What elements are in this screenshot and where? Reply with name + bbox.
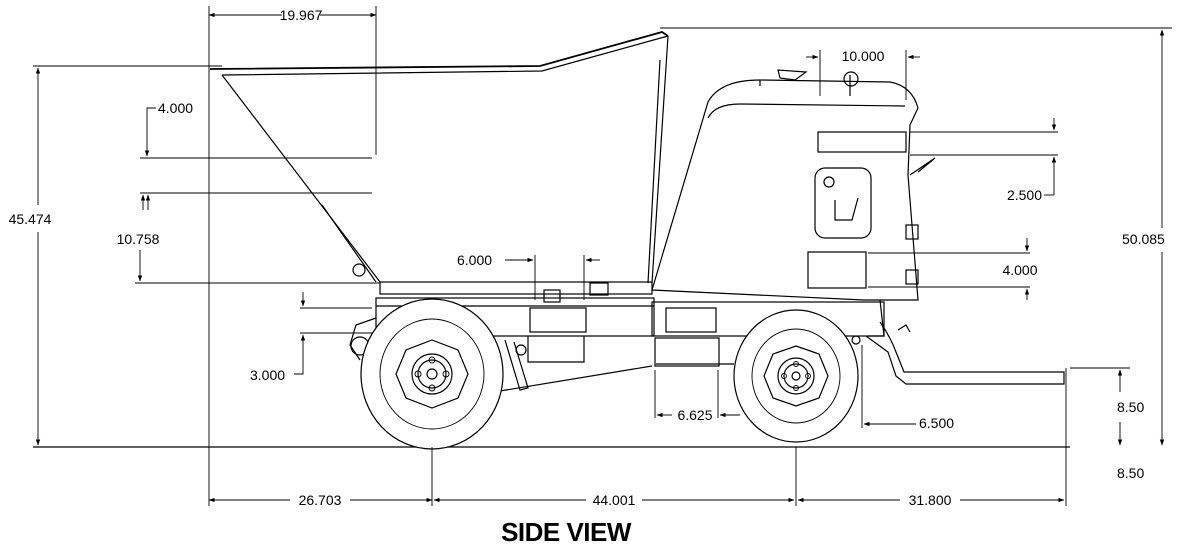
dim-footrest-height-ref: 8.50 (1117, 465, 1144, 481)
dim-front-overhang: 26.703 (208, 492, 433, 508)
dim-label: 45.474 (9, 211, 52, 227)
machine-outline (33, 31, 1070, 450)
dim-label: 4.000 (1002, 262, 1037, 278)
dim-label: 10.758 (117, 231, 160, 247)
dim-bed-length: 6.000 (457, 252, 600, 268)
dim-label: 6.625 (677, 407, 712, 423)
dim-frame-offset: 3.000 (250, 292, 306, 383)
dim-frame-step: 6.625 (656, 407, 740, 423)
dim-hopper-lower-height: 10.758 (117, 194, 160, 282)
dim-footrest-height: 8.50 (1117, 369, 1144, 446)
dim-label: 2.500 (1007, 187, 1042, 203)
dim-rear-overhang: 31.800 (797, 492, 1065, 508)
dim-label: 8.50 (1117, 399, 1144, 415)
dim-label: 4.000 (158, 100, 193, 116)
view-title: SIDE VIEW (501, 517, 632, 547)
dim-overall-height-hopper: 45.474 (9, 67, 52, 446)
dim-label: 3.000 (250, 367, 285, 383)
dim-label: 19.967 (280, 7, 323, 23)
dim-hopper-top-width: 19.967 (208, 7, 377, 23)
dim-panel-height: 2.500 (1007, 118, 1057, 203)
dim-label: 44.001 (593, 492, 636, 508)
dim-label: 50.085 (1122, 231, 1165, 247)
rear-wheel (733, 309, 859, 443)
hopper (209, 31, 669, 296)
dim-control-width: 10.000 (806, 48, 920, 64)
operator-housing (651, 69, 936, 301)
dim-hopper-offset: 4.000 (144, 100, 193, 157)
dim-switch-height: 4.000 (1002, 238, 1038, 300)
front-wheel (360, 298, 504, 450)
footrest (851, 321, 1065, 385)
dim-wheelbase: 44.001 (433, 492, 795, 508)
dim-label: 26.703 (299, 492, 342, 508)
extension-lines (33, 6, 1172, 506)
dim-label: 31.800 (909, 492, 952, 508)
dim-label: 6.000 (457, 252, 492, 268)
dim-label: 6.500 (919, 415, 954, 431)
dim-overall-height: 50.085 (1122, 29, 1165, 446)
dim-label: 10.000 (842, 48, 885, 64)
dim-rear-offset: 6.500 (863, 415, 954, 431)
